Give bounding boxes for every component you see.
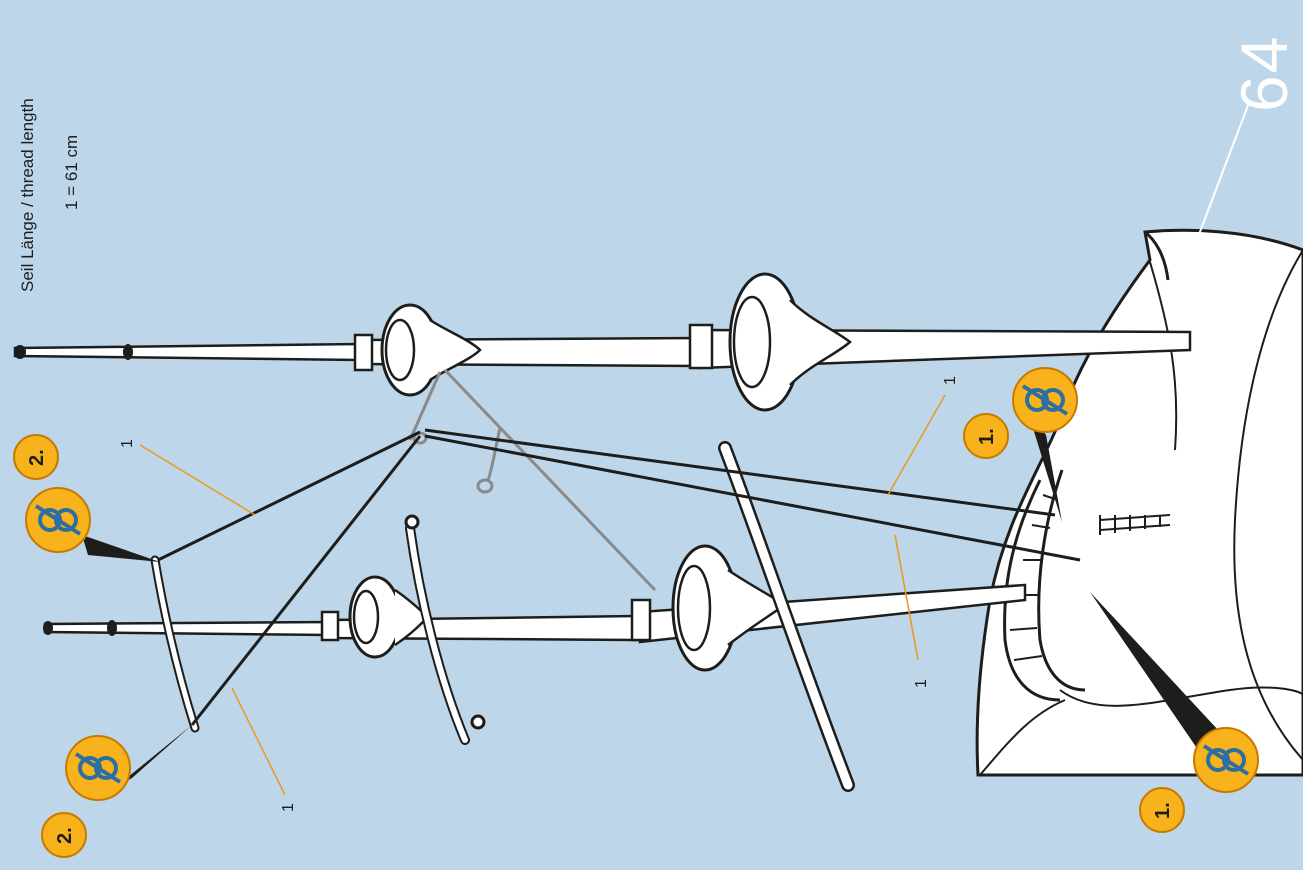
step-number: 1.: [1152, 802, 1174, 819]
step-badge-1: 1.: [964, 414, 1008, 458]
thread-label: 1: [942, 376, 959, 385]
scale-note: 1 = 61 cm: [62, 135, 82, 210]
main-mast: [14, 274, 1190, 410]
knot-icon: [1013, 368, 1077, 432]
thread-label: 1: [119, 439, 136, 448]
fore-mast: [43, 546, 1025, 670]
grey-rigging: [410, 370, 655, 590]
step-badge-1: 1.: [1140, 788, 1184, 832]
step-number: 2.: [54, 827, 76, 844]
thread-label: 1: [280, 803, 297, 812]
knot-icon: [26, 488, 90, 552]
step-number: 2.: [26, 449, 48, 466]
knot-icon: [66, 736, 130, 800]
page-number: 64: [1226, 35, 1302, 112]
page-title: Seil Länge / thread length: [18, 98, 38, 292]
page-number-leader: [1195, 100, 1250, 245]
knot-icon: [1194, 728, 1258, 792]
ship-hull: [977, 230, 1303, 775]
thread-label: 1: [913, 679, 930, 688]
step-badge-2: 2.: [42, 813, 86, 857]
step-badge-2: 2.: [14, 435, 58, 479]
step-number: 1.: [976, 428, 998, 445]
new-threads: [158, 430, 1080, 725]
